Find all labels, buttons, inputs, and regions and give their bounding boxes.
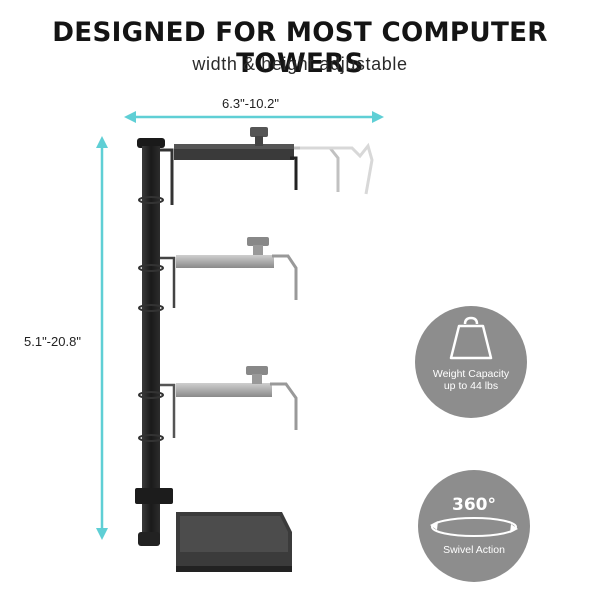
rotate-arrows-icon [430, 517, 518, 537]
weight-capacity-line2: up to 44 lbs [443, 380, 499, 392]
top-bracket-arm [160, 127, 298, 205]
page-title: DESIGNED FOR MOST COMPUTER TOWERS [52, 17, 548, 79]
swivel-action-label: Swivel Action [443, 544, 505, 556]
weight-icon [449, 316, 493, 360]
ghost-bracket-positions [270, 142, 374, 195]
height-dimension-arrow [96, 136, 108, 540]
lower-bracket-arm [160, 366, 298, 438]
width-dimension-arrow [124, 111, 384, 123]
middle-bracket-arm [160, 237, 298, 308]
swivel-degrees: 360° [452, 495, 496, 515]
weight-capacity-line1: Weight Capacity [432, 368, 510, 380]
weight-capacity-text: Weight Capacity up to 44 lbs [415, 368, 527, 392]
width-range-label: 6.3"-10.2" [222, 96, 279, 111]
page-subtitle: width & height adjustable [192, 54, 408, 74]
base-tray [176, 512, 292, 572]
weight-capacity-badge [415, 306, 527, 418]
vertical-pole [135, 138, 173, 546]
height-range-label: 5.1"-20.8" [24, 334, 81, 349]
